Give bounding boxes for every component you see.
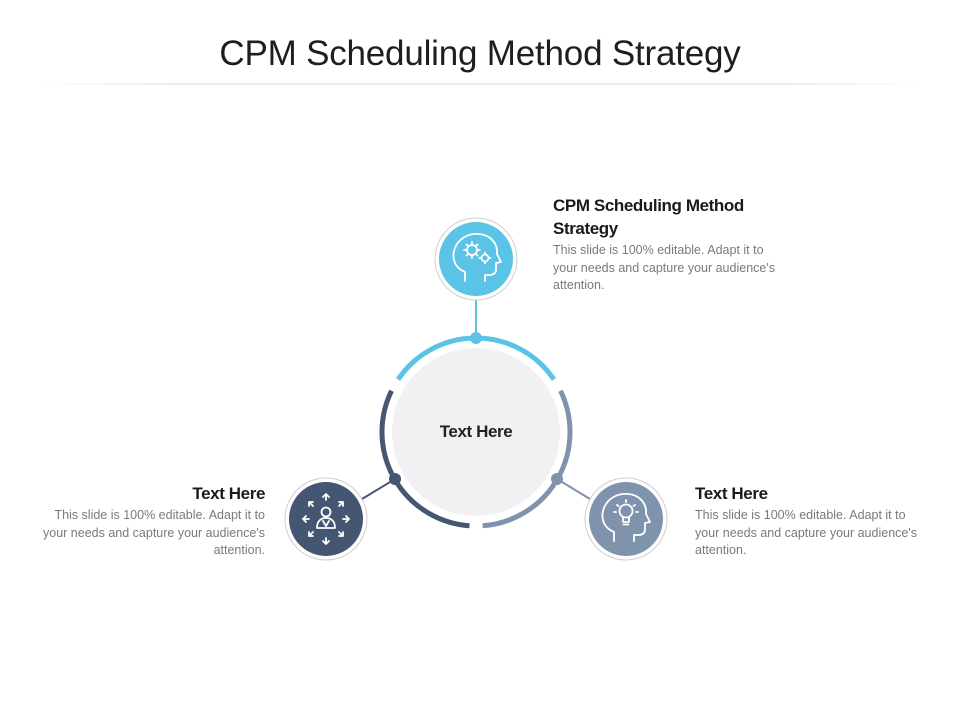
slide-title: CPM Scheduling Method Strategy	[219, 34, 741, 73]
center-label: Text Here	[439, 422, 513, 441]
badge-top	[434, 217, 518, 301]
item-right-heading: Text Here	[695, 484, 768, 503]
head-gears-icon	[452, 233, 502, 282]
item-right: Text Here This slide is 100% editable. A…	[695, 482, 925, 560]
item-left: Text Here This slide is 100% editable. A…	[40, 482, 265, 560]
ring-node-left	[389, 473, 401, 485]
item-top-body: This slide is 100% editable. Adapt it to…	[553, 243, 775, 292]
title-divider	[40, 83, 920, 85]
item-right-body: This slide is 100% editable. Adapt it to…	[695, 508, 917, 557]
head-lightbulb-icon	[601, 493, 651, 542]
connector-right	[556, 478, 591, 500]
connector-left	[361, 478, 396, 500]
item-left-body: This slide is 100% editable. Adapt it to…	[43, 508, 265, 557]
item-left-heading: Text Here	[192, 484, 265, 503]
item-top: CPM Scheduling Method Strategy This slid…	[553, 194, 783, 295]
ring-node-right	[551, 473, 563, 485]
badge-right	[584, 477, 668, 561]
ring-node-top	[470, 332, 482, 344]
badge-left	[284, 477, 368, 561]
person-arrows-icon	[302, 493, 350, 545]
center-circle	[392, 348, 560, 516]
item-top-heading: CPM Scheduling Method Strategy	[553, 196, 744, 238]
